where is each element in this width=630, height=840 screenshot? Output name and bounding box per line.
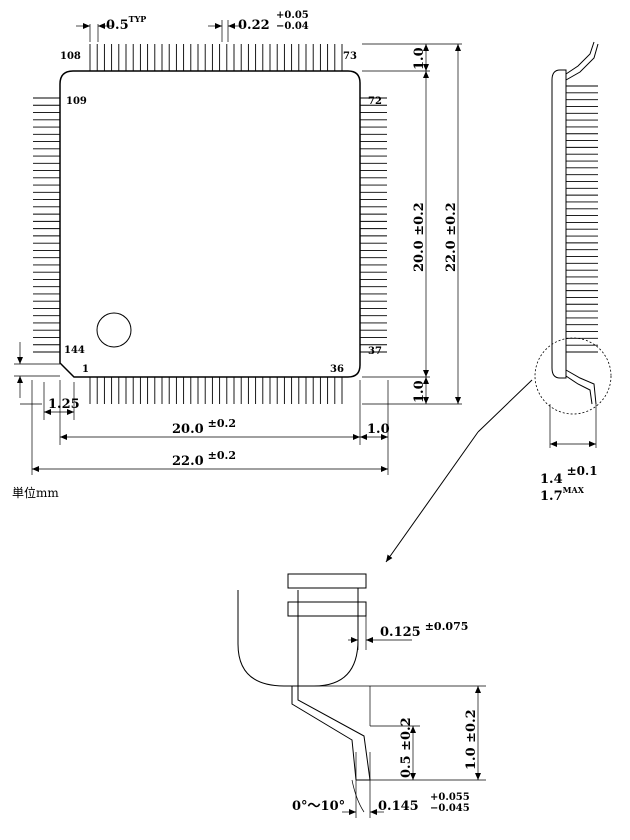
lead-length-detail-value: 1.0 ±0.2: [464, 709, 479, 770]
pin-label-1: 1: [82, 364, 89, 375]
lead-width-tol-minus: −0.04: [276, 21, 309, 32]
foot-tol-plus: +0.055: [430, 792, 470, 803]
unit-label: 単位mm: [12, 485, 59, 500]
lead-length-top-value: 1.0: [412, 47, 427, 70]
pin-label-73: 73: [343, 51, 357, 62]
lead-length-bottom-value: 1.0: [412, 380, 427, 403]
pitch-value: 0.5TYP: [106, 14, 146, 33]
lead-width-tol-plus: +0.05: [276, 10, 309, 21]
pin-label-108: 108: [60, 51, 81, 62]
package-leads: [33, 44, 387, 404]
standoff-value: 0.5 ±0.2: [399, 717, 414, 778]
lead-width-dimension: 0.22 +0.05 −0.04: [208, 10, 309, 42]
overall-vertical-value: 22.0 ±0.2: [444, 202, 459, 272]
bottom-horizontal-dimensions: 20.0±0.2 1.0 22.0±0.2: [31, 380, 390, 475]
foot-value: 0.145: [378, 799, 419, 814]
angle-value: 0°～10°: [292, 799, 345, 814]
lead-thickness-value: 0.125±0.075: [380, 620, 468, 640]
body-horizontal-value: 20.0±0.2: [172, 417, 236, 437]
pin-label-72: 72: [368, 96, 382, 107]
lead-length-right-value: 1.0: [367, 422, 390, 437]
body-vertical-value: 20.0 ±0.2: [412, 202, 427, 272]
pin1-index-mark: [96, 312, 132, 348]
height-max-value: 1.7MAX: [540, 485, 585, 504]
lead-detail-view: 0.125±0.075 0.5 ±0.2 1.0 ±0.2 0°～10° 0.1…: [237, 573, 486, 818]
overall-horizontal-value: 22.0±0.2: [172, 449, 236, 469]
detail-leader: [477, 379, 533, 433]
side-view: 1.4±0.1 1.7MAX: [534, 41, 612, 504]
side-body: [551, 69, 567, 379]
pin-label-109: 109: [66, 96, 87, 107]
foot-tol-minus: −0.045: [430, 803, 470, 814]
corner-value: 1.25: [48, 397, 80, 412]
pin-label-37: 37: [368, 346, 382, 357]
pin-label-36: 36: [330, 364, 344, 375]
height-value: 1.4±0.1: [540, 464, 598, 487]
pin-label-144: 144: [64, 345, 85, 356]
top-view: 108 73 109 72 144 37 1 36 0.5TYP 0.22 +0…: [12, 10, 462, 500]
side-leads: [566, 85, 598, 353]
corner-dimension: 1.25: [14, 342, 80, 420]
right-vertical-dimensions: 1.0 20.0 ±0.2 1.0 22.0 ±0.2: [362, 43, 462, 405]
lead-profile: [291, 686, 371, 781]
lead-width-value: 0.22: [238, 18, 270, 33]
package-body: [59, 70, 361, 378]
detail-circle: [534, 337, 612, 415]
pitch-dimension: 0.5TYP: [76, 14, 146, 42]
